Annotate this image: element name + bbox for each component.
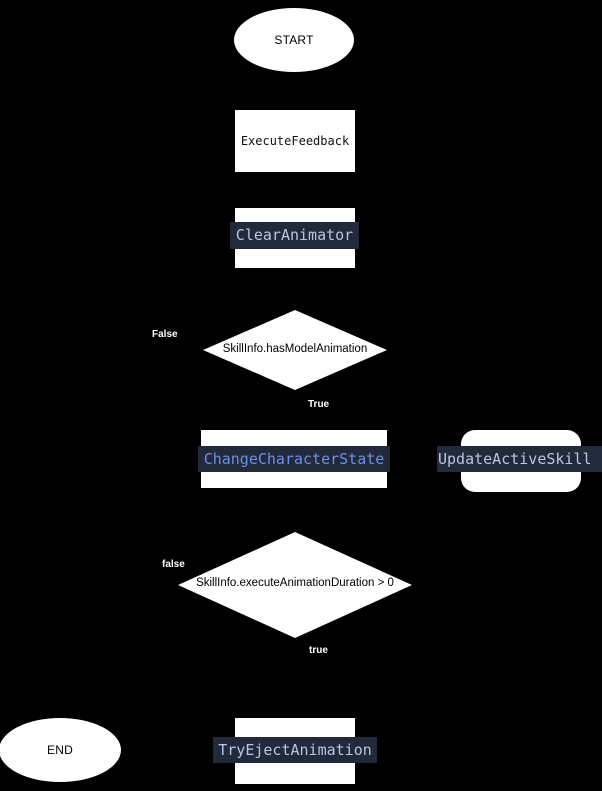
node-decision-has-model-animation[interactable]: SkillInfo.hasModelAnimation (203, 310, 387, 390)
edge-label-has-model-animation-false: False (152, 329, 178, 340)
node-change-character-state-label[interactable]: ChangeCharacterState (198, 446, 390, 472)
node-try-eject-animation-label[interactable]: TryEjectAnimation (213, 737, 377, 763)
edge-label-has-model-animation-true: True (308, 399, 330, 410)
node-start-label: START (274, 33, 314, 47)
node-end[interactable]: END (0, 718, 121, 782)
node-start[interactable]: START (234, 8, 354, 72)
node-decision-execute-animation-duration[interactable]: SkillInfo.executeAnimationDuration > 0 (178, 532, 412, 638)
node-execute-feedback[interactable]: ExecuteFeedback (235, 110, 355, 172)
node-update-active-skill-label[interactable]: UpdateActiveSkill (437, 446, 602, 472)
node-execute-feedback-label: ExecuteFeedback (240, 134, 350, 148)
node-decision-execute-animation-duration-label: SkillInfo.executeAnimationDuration > 0 (196, 577, 394, 589)
edge-label-execute-animation-duration-true: true (309, 645, 328, 656)
node-decision-has-model-animation-label: SkillInfo.hasModelAnimation (222, 343, 368, 355)
node-clear-animator-label[interactable]: ClearAnimator (230, 222, 359, 249)
edge-label-execute-animation-duration-false: false (162, 559, 185, 570)
node-end-label: END (47, 743, 73, 757)
